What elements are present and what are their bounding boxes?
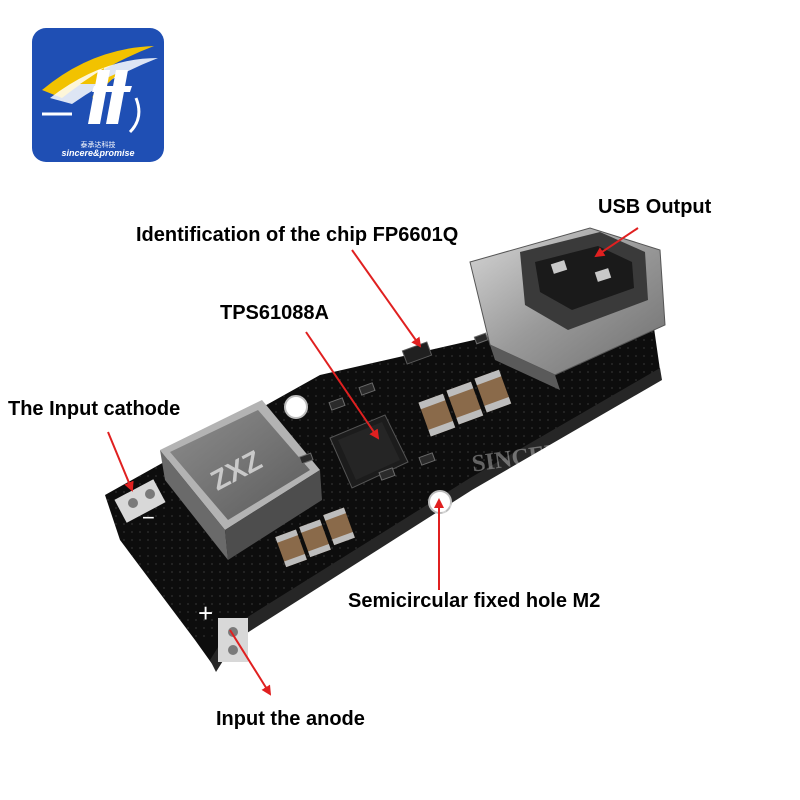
brand-logo: 泰承达科技 sincere&promise [32, 28, 164, 162]
annotation-arrows [107, 227, 639, 696]
arrow-chip-id [351, 249, 422, 348]
label-chip-id: Identification of the chip FP6601Q [136, 224, 459, 246]
logo-mark-icon [42, 46, 158, 134]
input-pads [114, 479, 248, 662]
arrow-input-anode [229, 629, 272, 696]
watermark-line-2: PROMISE [440, 500, 552, 526]
minus-marking: − [142, 505, 155, 530]
mounting-hole-upper [284, 395, 308, 419]
logo-brand-text: sincere&promise [61, 148, 135, 158]
label-usb-output: USB Output [598, 196, 712, 218]
label-tps: TPS61088A [220, 302, 329, 324]
arrow-tps [305, 331, 380, 440]
plus-marking: + [198, 598, 213, 628]
label-input-cathode: The Input cathode [8, 398, 181, 420]
usb-connector [469, 227, 666, 390]
arrow-usb-output [594, 227, 639, 258]
capacitors [275, 369, 512, 568]
arrow-input-cathode [107, 431, 134, 492]
label-hole: Semicircular fixed hole M2 [348, 590, 601, 612]
label-input-anode: Input the anode [216, 708, 365, 730]
logo-chinese-text: 泰承达科技 [80, 142, 116, 149]
inductor: ZXZ [160, 400, 322, 560]
